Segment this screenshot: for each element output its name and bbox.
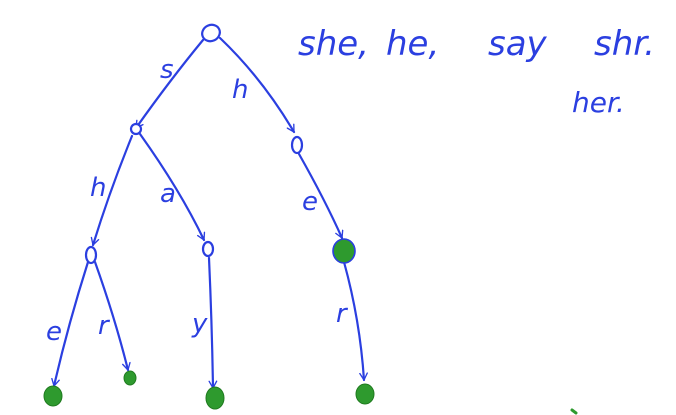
node-say-accepting: [205, 386, 225, 410]
edge-sa-say: [207, 256, 218, 390]
node-shr-accepting: [123, 370, 137, 386]
edge-label-he-r: r: [336, 299, 349, 329]
edge-label-h-e: e: [302, 187, 318, 217]
edge-label-root-s: s: [160, 55, 174, 85]
edge-sh-she: [51, 260, 90, 388]
node-s: [129, 122, 143, 136]
edge-sh-shr: [93, 260, 131, 372]
word-he: he,: [386, 24, 439, 64]
word-her: her.: [572, 86, 625, 119]
node-sh: [84, 245, 98, 265]
edge-s-sh: [90, 134, 134, 247]
node-sa: [201, 240, 215, 258]
edge-label-s-a: a: [160, 179, 176, 209]
node-h: [290, 135, 304, 155]
edge-label-root-h: h: [232, 75, 248, 105]
node-she-accepting: [43, 385, 63, 407]
edge-label-sa-y: y: [191, 309, 208, 339]
edge-label-sh-r: r: [98, 311, 111, 341]
node-he-outline: [332, 238, 356, 264]
stray-green-mark: [570, 408, 578, 415]
node-root: [201, 23, 221, 43]
edge-h-he: [297, 152, 344, 240]
word-shr: shr.: [594, 24, 655, 64]
word-say: say: [488, 24, 548, 64]
edge-s-sa: [138, 132, 206, 242]
edge-he-her: [342, 260, 368, 382]
edge-label-sh-e: e: [46, 317, 62, 347]
edge-root-s: [134, 38, 205, 130]
word-she: she,: [298, 24, 369, 64]
node-her-accepting: [355, 383, 375, 405]
edge-root-h: [218, 36, 296, 134]
edge-label-s-h: h: [90, 173, 106, 203]
